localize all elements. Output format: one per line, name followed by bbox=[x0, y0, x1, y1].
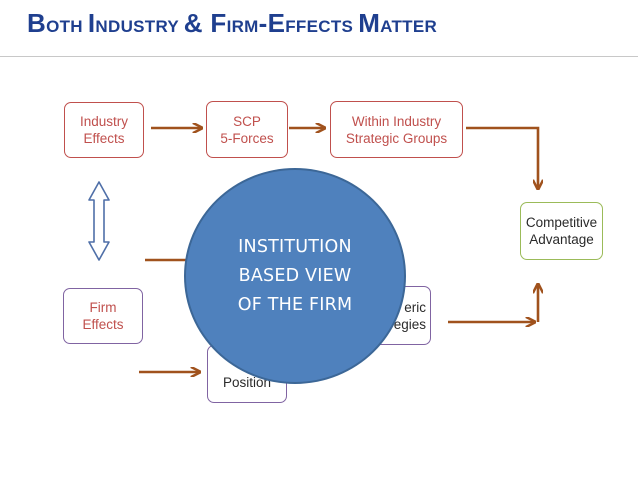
scp-label: SCP 5-Forces bbox=[220, 113, 274, 146]
competitive-advantage-label: Competitive Advantage bbox=[525, 215, 598, 247]
industry-effects-label: Industry Effects bbox=[79, 114, 129, 146]
firm-effects-box: Firm Effects bbox=[63, 288, 143, 344]
title-divider bbox=[0, 56, 638, 57]
industry-effects-box: Industry Effects bbox=[64, 102, 144, 158]
generic-strategies-label: eric egies bbox=[393, 299, 426, 332]
circle-label: INSTITUTION BASED VIEW OF THE FIRM bbox=[237, 236, 353, 315]
institution-based-view-circle: INSTITUTION BASED VIEW OF THE FIRM bbox=[184, 168, 406, 384]
arrow-within-to-advantage bbox=[466, 126, 538, 188]
double-arrow-icon bbox=[88, 181, 110, 261]
within-industry-label: Within Industry Strategic Groups bbox=[345, 113, 448, 146]
competitive-advantage-box: Competitive Advantage bbox=[520, 202, 603, 260]
scp-box: SCP 5-Forces bbox=[206, 101, 288, 158]
page-title: BOTH INDUSTRY & FIRM-EFFECTS MATTER bbox=[27, 8, 438, 38]
firm-effects-label: Firm Effects bbox=[82, 300, 124, 332]
within-industry-box: Within Industry Strategic Groups bbox=[330, 101, 463, 158]
